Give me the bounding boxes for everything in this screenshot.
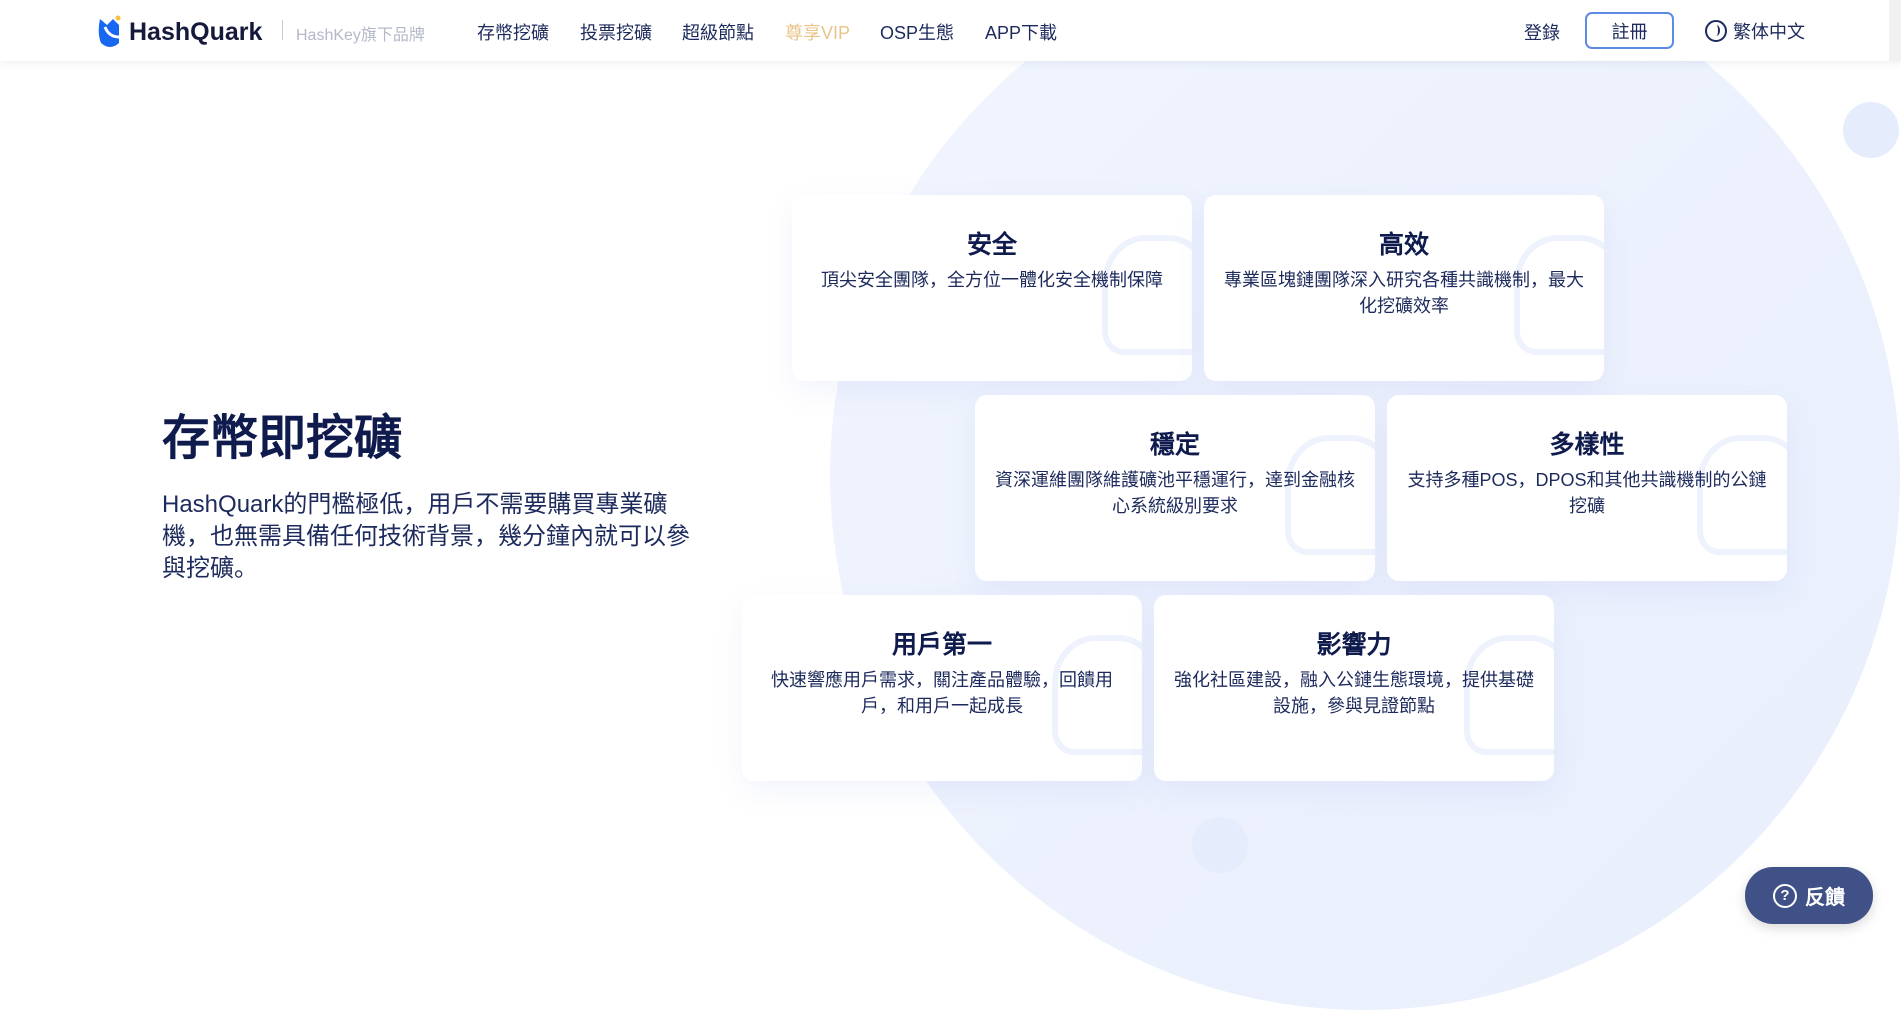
card-title: 用戶第一 — [891, 631, 992, 659]
nav-deposit-mining[interactable]: 存幣挖礦 — [477, 23, 549, 43]
top-nav: HashQuark HashKey旗下品牌 存幣挖礦 投票挖礦 超級節點 尊享V… — [0, 0, 1901, 61]
divider — [282, 20, 283, 40]
feature-card-diversity: 多樣性支持多種POS，DPOS和其他共識機制的公鏈挖礦 — [1387, 395, 1787, 581]
feature-card-user-first: 用戶第一快速響應用戶需求，關注產品體驗，回饋用戶，和用戶一起成長 — [742, 595, 1142, 781]
card-title: 高效 — [1378, 231, 1429, 259]
logo-text: HashQuark — [129, 17, 263, 46]
card-desc: 快速響應用戶需求，關注產品體驗，回饋用戶，和用戶一起成長 — [771, 670, 1113, 716]
sub-brand: HashKey旗下品牌 — [296, 27, 425, 44]
medal-icon — [1052, 635, 1142, 755]
language-selector[interactable]: 繁体中文 — [1705, 18, 1805, 44]
feature-card-stability: 穩定資深運維團隊維護礦池平穩運行，達到金融核心系統級別要求 — [975, 395, 1375, 581]
nav-osp[interactable]: OSP生態 — [880, 23, 955, 43]
card-title: 安全 — [966, 231, 1017, 259]
card-desc: 支持多種POS，DPOS和其他共識機制的公鏈挖礦 — [1407, 470, 1767, 516]
card-desc: 專業區塊鏈團隊深入研究各種共識機制，最大化挖礦效率 — [1224, 270, 1584, 316]
feature-card-efficiency: 高效專業區塊鏈團隊深入研究各種共識機制，最大化挖礦效率 — [1204, 195, 1604, 381]
card-title: 影響力 — [1316, 631, 1392, 659]
hero-title: 存幣即挖礦 — [162, 412, 403, 465]
nav-vip[interactable]: 尊享VIP — [785, 23, 851, 43]
card-desc: 資深運維團隊維護礦池平穩運行，達到金融核心系統級別要求 — [995, 470, 1355, 516]
login-link[interactable]: 登錄 — [1524, 23, 1560, 43]
card-desc: 頂尖安全團隊，全方位一體化安全機制保障 — [821, 270, 1163, 290]
card-desc: 強化社區建設，融入公鏈生態環境，提供基礎設施，參與見證節點 — [1174, 670, 1534, 716]
nav-app-download[interactable]: APP下載 — [985, 23, 1058, 43]
question-icon: ? — [1773, 883, 1797, 908]
logo[interactable]: HashQuark — [97, 15, 262, 49]
register-button[interactable]: 註冊 — [1585, 12, 1674, 49]
decor-circle — [1843, 102, 1899, 158]
card-title: 多樣性 — [1549, 431, 1625, 459]
feedback-button[interactable]: ? 反饋 — [1745, 867, 1873, 924]
decor-circle — [1192, 817, 1248, 873]
nav-super-node[interactable]: 超級節點 — [682, 23, 754, 43]
feature-card-influence: 影響力強化社區建設，融入公鏈生態環境，提供基礎設施，參與見證節點 — [1154, 595, 1554, 781]
card-title: 穩定 — [1149, 431, 1200, 459]
hashquark-logo-icon — [98, 15, 121, 47]
nav-vote-mining[interactable]: 投票挖礦 — [580, 23, 652, 43]
lightning-icon — [1514, 235, 1604, 355]
scrollbar[interactable] — [1889, 0, 1901, 61]
language-label: 繁体中文 — [1733, 22, 1805, 42]
person-star-icon — [1464, 635, 1554, 755]
shield-icon — [1102, 235, 1192, 355]
network-icon — [1697, 435, 1787, 555]
globe-icon — [1705, 20, 1727, 42]
feedback-label: 反饋 — [1805, 887, 1845, 909]
hero-description: HashQuark的門檻極低，用戶不需要購買專業礦機，也無需具備任何技術背景，幾… — [162, 491, 690, 582]
feature-card-security: 安全頂尖安全團隊，全方位一體化安全機制保障 — [792, 195, 1192, 381]
tower-icon — [1285, 435, 1375, 555]
